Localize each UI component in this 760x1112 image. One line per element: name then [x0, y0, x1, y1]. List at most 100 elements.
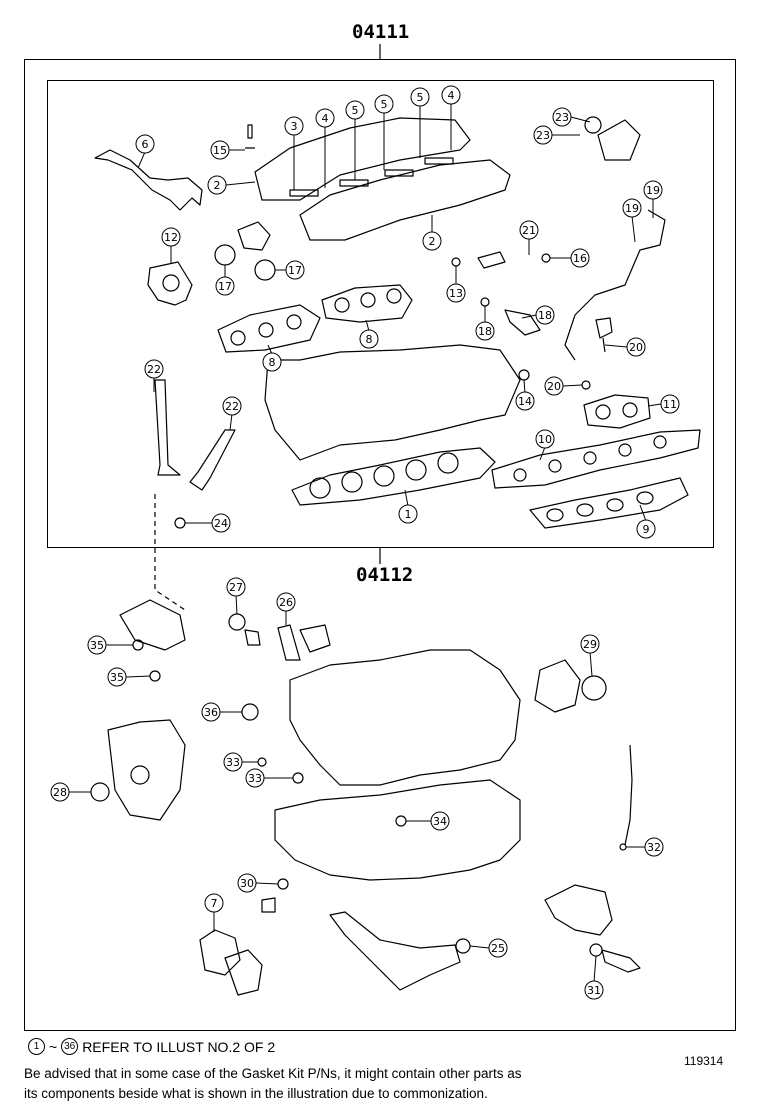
callout-23b: 23 [533, 125, 580, 145]
callout-12: 12 [161, 227, 181, 263]
svg-text:23: 23 [555, 111, 569, 124]
part-25-oil-strainer [329, 911, 461, 991]
part-8-manifold-gasket-b [321, 284, 413, 323]
oil-pan-lower-outline [274, 779, 521, 881]
callout-1: 1 [398, 489, 418, 524]
svg-text:9: 9 [643, 523, 650, 536]
svg-text:17: 17 [218, 280, 232, 293]
callout-4b: 4 [441, 85, 461, 150]
part-1-head-gasket [291, 447, 496, 506]
callout-13: 13 [446, 266, 466, 303]
callout-23a: 23 [552, 107, 591, 127]
oil-pan-upper-outline [289, 649, 521, 786]
svg-text:36: 36 [204, 706, 218, 719]
svg-text:4: 4 [448, 89, 455, 102]
legend-tilde: ~ [49, 1038, 58, 1055]
callout-8b: 8 [359, 319, 379, 349]
svg-text:5: 5 [352, 104, 359, 117]
part-23-seals [584, 116, 641, 161]
callout-6: 6 [135, 134, 155, 169]
svg-text:27: 27 [229, 581, 243, 594]
svg-text:3: 3 [291, 120, 298, 133]
svg-text:17: 17 [288, 264, 302, 277]
timing-cover-gasket [107, 719, 186, 821]
svg-text:13: 13 [449, 287, 463, 300]
svg-text:5: 5 [381, 98, 388, 111]
callout-range-legend: 1 ~ 36 REFER TO ILLUST NO.2 OF 2 [28, 1038, 275, 1055]
part-19-oil-pipe [564, 209, 666, 361]
callout-11: 11 [647, 394, 680, 414]
callout-7: 7 [204, 893, 224, 932]
callout-28: 28 [50, 782, 91, 802]
callout-32: 32 [626, 837, 664, 857]
part-2-head-cover-gasket-front [299, 159, 511, 241]
part-15-bolt [245, 124, 255, 149]
part-11-gasket [583, 394, 651, 429]
part-26-oil-seal [299, 624, 331, 653]
callout-26: 26 [276, 592, 296, 625]
part-2-head-cover-gasket-rear [254, 117, 471, 201]
part-7-water-inlet-gasket [199, 929, 241, 976]
svg-text:18: 18 [478, 325, 492, 338]
part-10-intake-gasket [491, 429, 701, 489]
svg-text:5: 5 [417, 91, 424, 104]
part-29-oil-seal [581, 675, 607, 701]
illustration-number: 119314 [684, 1054, 724, 1068]
callout-20a: 20 [604, 337, 646, 357]
callout-5b: 5 [374, 94, 394, 170]
part-27-union [244, 629, 261, 646]
svg-text:16: 16 [573, 252, 587, 265]
svg-text:7: 7 [211, 897, 218, 910]
svg-text:28: 28 [53, 786, 67, 799]
callout-9: 9 [636, 504, 656, 539]
callout-22a: 22 [144, 359, 164, 392]
commonization-note: Be advised that in some case of the Gask… [24, 1064, 724, 1104]
callout-5c: 5 [410, 87, 430, 158]
callout-35b: 35 [107, 667, 151, 687]
kit-code-top: 04111 [352, 21, 410, 43]
callout-25: 25 [469, 938, 508, 958]
svg-text:11: 11 [663, 398, 677, 411]
callout-33b: 33 [245, 768, 293, 788]
svg-text:22: 22 [147, 363, 161, 376]
part-18-union [504, 309, 541, 336]
svg-text:35: 35 [110, 671, 124, 684]
kit-code-mid: 04112 [352, 564, 418, 586]
svg-text:25: 25 [491, 942, 505, 955]
part-7-water-inlet [224, 949, 263, 996]
callout-18a: 18 [475, 306, 495, 341]
svg-text:34: 34 [433, 815, 447, 828]
svg-text:19: 19 [625, 202, 639, 215]
callout-19a: 19 [643, 180, 663, 218]
svg-text:21: 21 [522, 224, 536, 237]
dashed-leader [154, 494, 186, 611]
part-29-cover-gasket [534, 659, 581, 713]
callout-8a: 8 [262, 344, 282, 372]
svg-text:8: 8 [269, 356, 276, 369]
part-5-spark-plug-seals [289, 157, 454, 197]
part-9-intake-gasket [529, 477, 689, 529]
part-17-bracket [237, 221, 271, 251]
legend-text: REFER TO ILLUST NO.2 OF 2 [82, 1038, 276, 1055]
callout-27: 27 [226, 577, 246, 615]
part-21-union [477, 251, 506, 269]
kit-04111-frame [47, 80, 714, 548]
callout-10: 10 [535, 429, 555, 461]
callout-29: 29 [580, 634, 600, 677]
svg-text:32: 32 [647, 841, 661, 854]
svg-text:15: 15 [213, 144, 227, 157]
part-26-gasket [277, 624, 301, 661]
part-22-valve-a [154, 379, 181, 476]
callout-35a: 35 [87, 635, 133, 655]
note-line-1: Be advised that in some case of the Gask… [24, 1066, 522, 1081]
callout-5a: 5 [345, 100, 365, 180]
callout-24: 24 [185, 513, 231, 533]
callout-2a: 2 [207, 175, 256, 195]
svg-text:4: 4 [322, 112, 329, 125]
part-12-plate-gasket [147, 261, 193, 306]
part-30-plug [261, 897, 276, 913]
svg-text:24: 24 [214, 517, 228, 530]
callout-2b: 2 [422, 215, 442, 251]
